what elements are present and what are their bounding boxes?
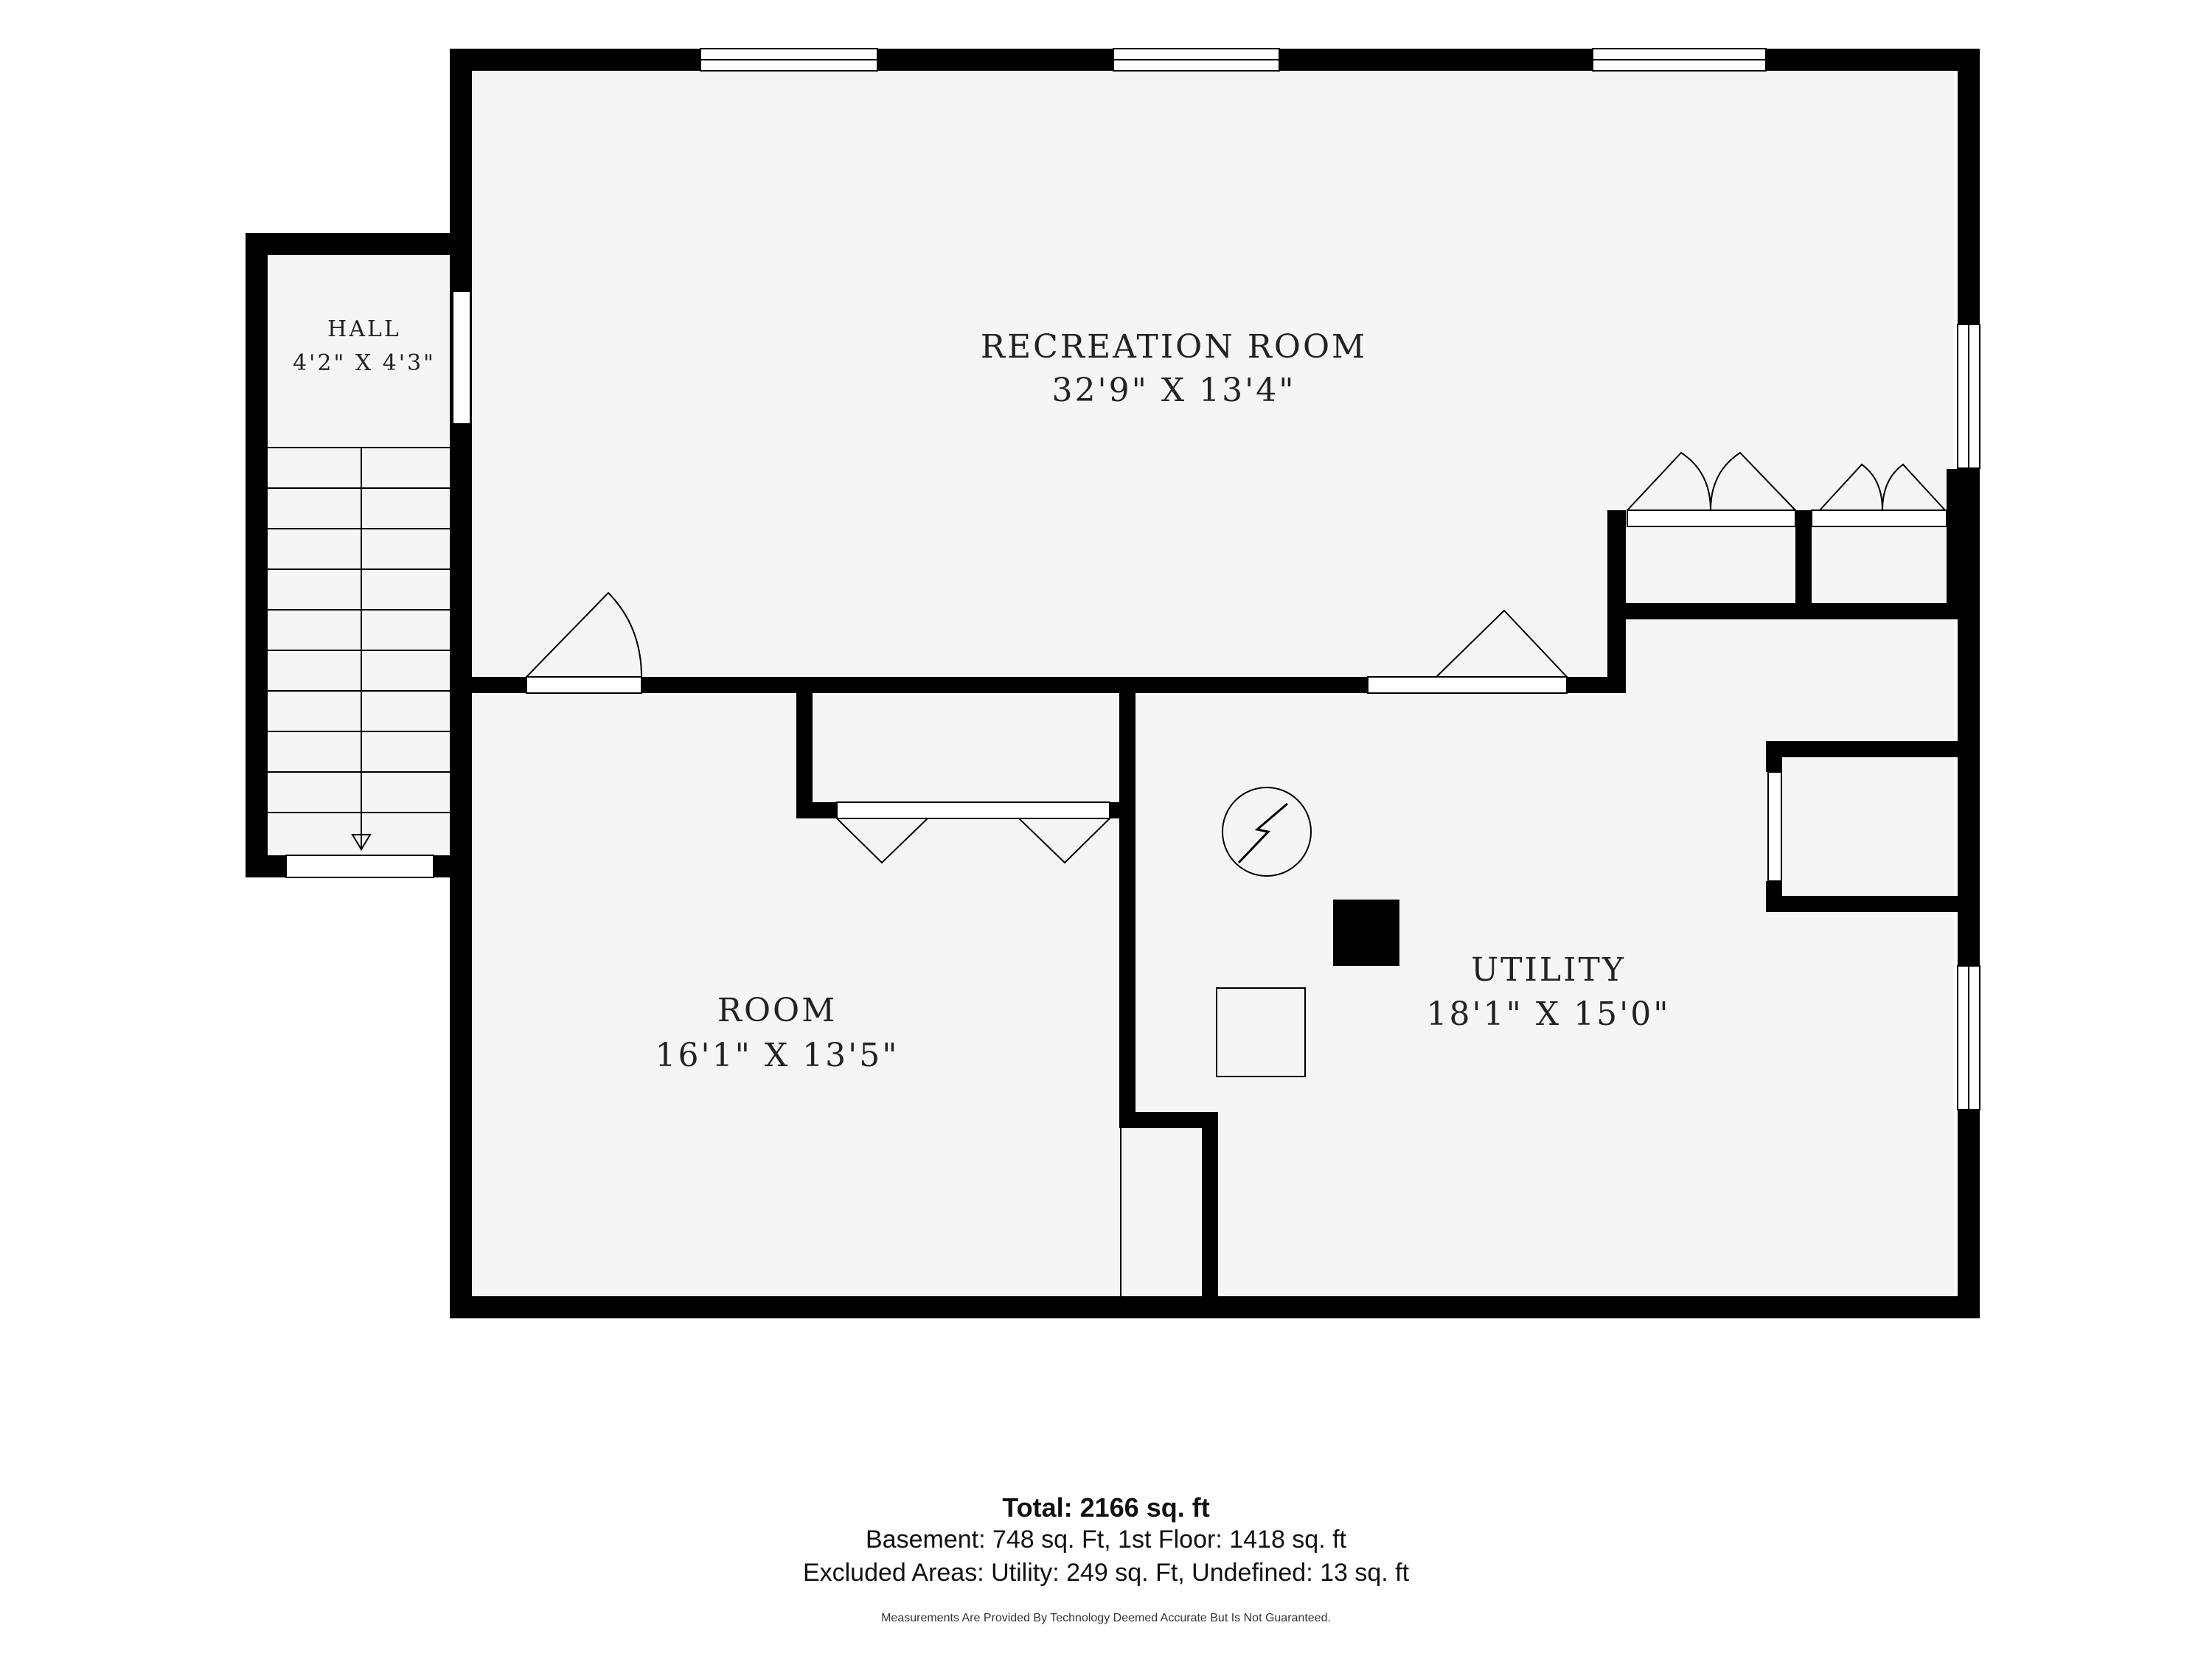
door-swing-recreation xyxy=(526,591,642,678)
room-name: ROOM xyxy=(717,992,837,1029)
doors xyxy=(453,292,1947,882)
disclaimer: Measurements Are Provided By Technology … xyxy=(881,1612,1331,1624)
door-swing-utility xyxy=(1436,609,1568,678)
hall-name: HALL xyxy=(327,316,401,342)
water-heater-icon xyxy=(1216,987,1306,1077)
utility-dims: 18'1" X 15'0" xyxy=(1427,995,1671,1033)
utility-fixtures xyxy=(1120,787,1399,1296)
stair-arrow-icon xyxy=(351,834,372,851)
furnace-icon xyxy=(1333,900,1399,966)
room-labels: HALL 4'2" X 4'3" RECREATION ROOM 32'9" X… xyxy=(293,316,1671,1074)
room-dims: 16'1" X 13'5" xyxy=(655,1037,900,1074)
bifold-door-closet-2 xyxy=(1819,463,1946,511)
excluded-areas: Excluded Areas: Utility: 249 sq. Ft, Und… xyxy=(802,1559,1410,1587)
bifold-door-room-closet xyxy=(836,818,1110,864)
staircase xyxy=(268,447,451,878)
total-area: Total: 2166 sq. ft xyxy=(1002,1492,1210,1523)
recreation-room-name: RECREATION ROOM xyxy=(981,328,1367,366)
area-breakdown: Basement: 748 sq. Ft, 1st Floor: 1418 sq… xyxy=(866,1526,1346,1554)
windows xyxy=(700,48,1980,1110)
utility-name: UTILITY xyxy=(1471,951,1626,989)
hall-dims: 4'2" X 4'3" xyxy=(293,350,436,376)
bifold-door-closet-1 xyxy=(1627,451,1796,511)
recreation-room-dims: 32'9" X 13'4" xyxy=(1052,372,1296,409)
electrical-panel-icon xyxy=(1222,787,1312,877)
